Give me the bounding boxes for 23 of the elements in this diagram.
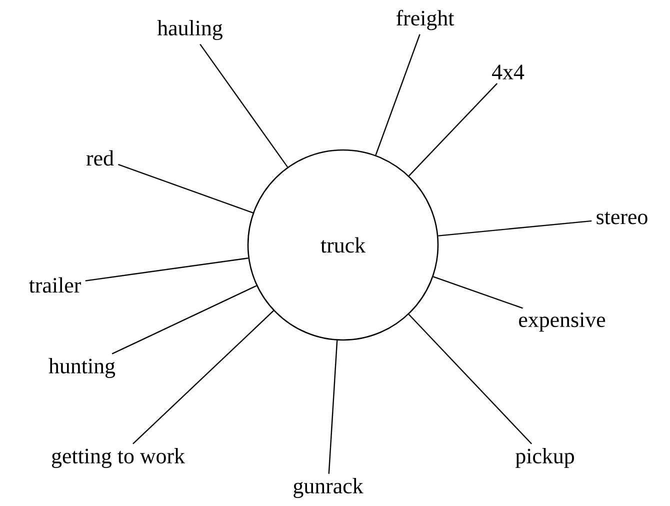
connector-line [132, 310, 274, 444]
connector-line [200, 44, 288, 168]
connector-line [438, 220, 592, 236]
connector-line [408, 314, 532, 444]
word-label: trailer [29, 277, 81, 293]
word-label: stereo [596, 212, 648, 224]
word-label: red [86, 150, 114, 166]
word-label: hauling [157, 20, 222, 40]
word-label: expensive [519, 312, 606, 332]
word-label: hunting [48, 358, 116, 378]
word-label: gunrack [294, 478, 364, 498]
connector-line [85, 258, 248, 282]
connector-line [375, 34, 420, 156]
connector-line [112, 285, 257, 354]
word-label: pickup [516, 448, 574, 468]
connector-line [433, 276, 523, 309]
connector-line [118, 164, 254, 214]
word-label: 4x4 [492, 64, 524, 80]
connector-line [328, 340, 338, 474]
word-label: freight [396, 10, 454, 30]
connector-line [408, 83, 498, 176]
circle-node: truck [247, 149, 439, 341]
word-label: getting to work [52, 448, 185, 468]
